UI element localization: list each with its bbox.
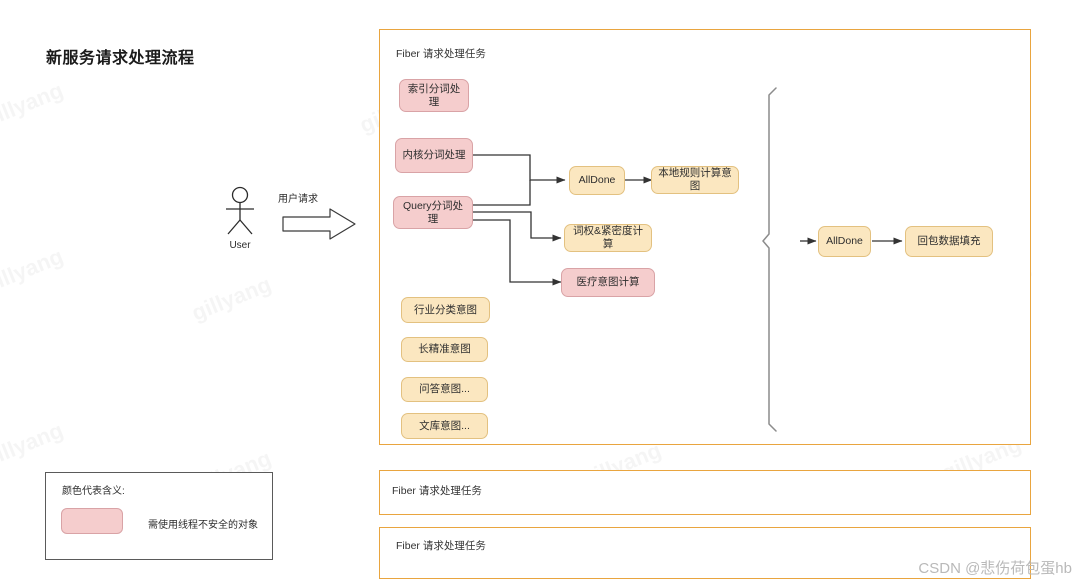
- node-industry-intent[interactable]: 行业分类意图: [401, 297, 490, 323]
- panel-fiber-third: [379, 527, 1031, 579]
- node-local-rule-intent[interactable]: 本地规则计算意图: [651, 166, 739, 194]
- node-alldone-secondary[interactable]: AllDone: [818, 226, 871, 257]
- panel-title-main: Fiber 请求处理任务: [396, 48, 486, 60]
- legend-description: 需使用线程不安全的对象: [148, 520, 258, 531]
- watermark-text: gillyang: [0, 417, 67, 472]
- panel-fiber-second: [379, 470, 1031, 515]
- node-qa-intent[interactable]: 问答意图...: [401, 377, 488, 402]
- node-packet-data-fill[interactable]: 回包数据填充: [905, 226, 993, 257]
- csdn-credit-watermark: CSDN @悲伤荷包蛋hb: [918, 560, 1072, 577]
- actor-icon: [218, 186, 262, 238]
- panel-title-third: Fiber 请求处理任务: [396, 540, 486, 552]
- panel-title-second: Fiber 请求处理任务: [392, 485, 482, 497]
- node-term-weight-density[interactable]: 词权&紧密度计算: [564, 224, 652, 252]
- page-title: 新服务请求处理流程: [46, 50, 195, 67]
- legend-swatch-pink: [61, 508, 123, 534]
- node-wenku-intent[interactable]: 文库意图...: [401, 413, 488, 439]
- actor-label: User: [229, 240, 251, 251]
- user-request-label: 用户请求: [278, 194, 318, 205]
- block-arrow-right-icon: [282, 208, 356, 240]
- node-longtail-intent[interactable]: 长精准意图: [401, 337, 488, 362]
- node-alldone-primary[interactable]: AllDone: [569, 166, 625, 195]
- node-index-segmentation[interactable]: 索引分词处理: [399, 79, 469, 112]
- node-query-segmentation[interactable]: Query分词处理: [393, 196, 473, 229]
- legend-title: 颜色代表含义:: [62, 486, 125, 497]
- watermark-text: gillyang: [0, 243, 67, 298]
- node-medical-intent[interactable]: 医疗意图计算: [561, 268, 655, 297]
- watermark-text: gillyang: [188, 271, 275, 326]
- watermark-text: gillyang: [0, 77, 67, 132]
- node-kernel-segmentation[interactable]: 内核分词处理: [395, 138, 473, 173]
